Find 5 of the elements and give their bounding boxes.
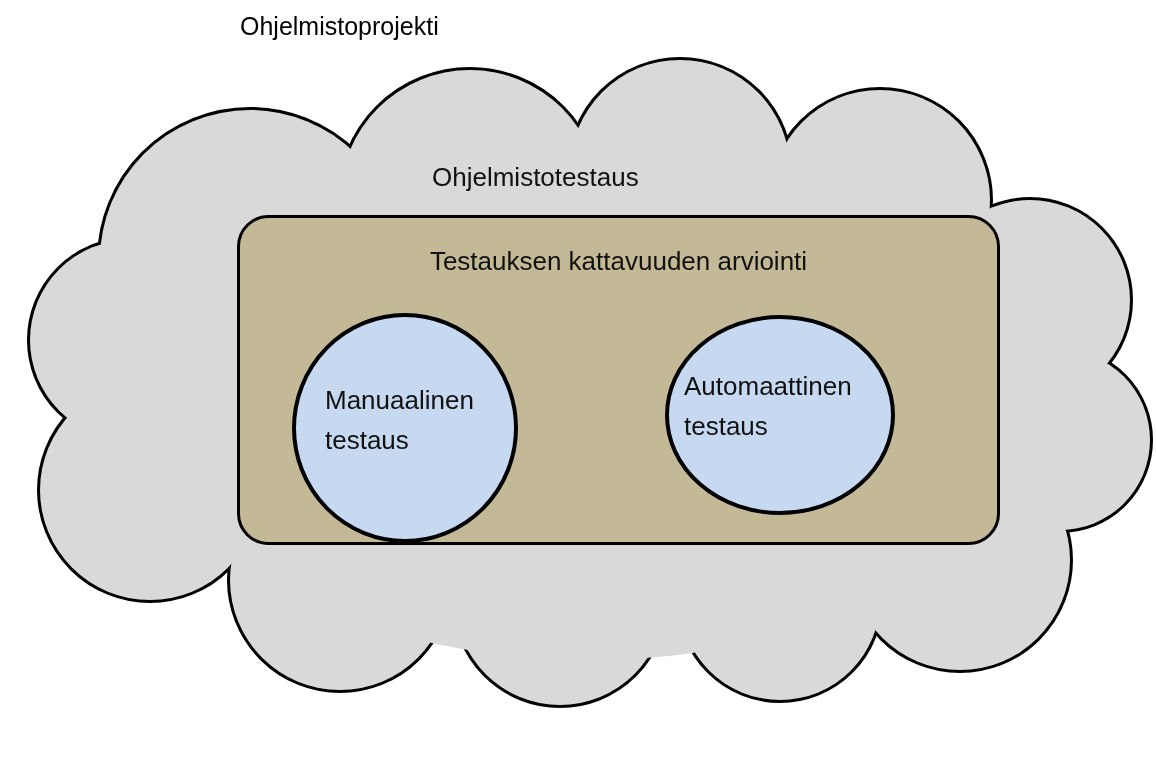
diagram-title: Ohjelmistoprojekti [240, 12, 439, 41]
circle-label: Automaattinen testaus [684, 370, 853, 444]
set-heading: Testauksen kattavuuden arviointi [428, 246, 809, 278]
circle-label: Manuaalinen testaus [325, 384, 475, 458]
set-heading: Ohjelmistotestaus [432, 162, 640, 194]
